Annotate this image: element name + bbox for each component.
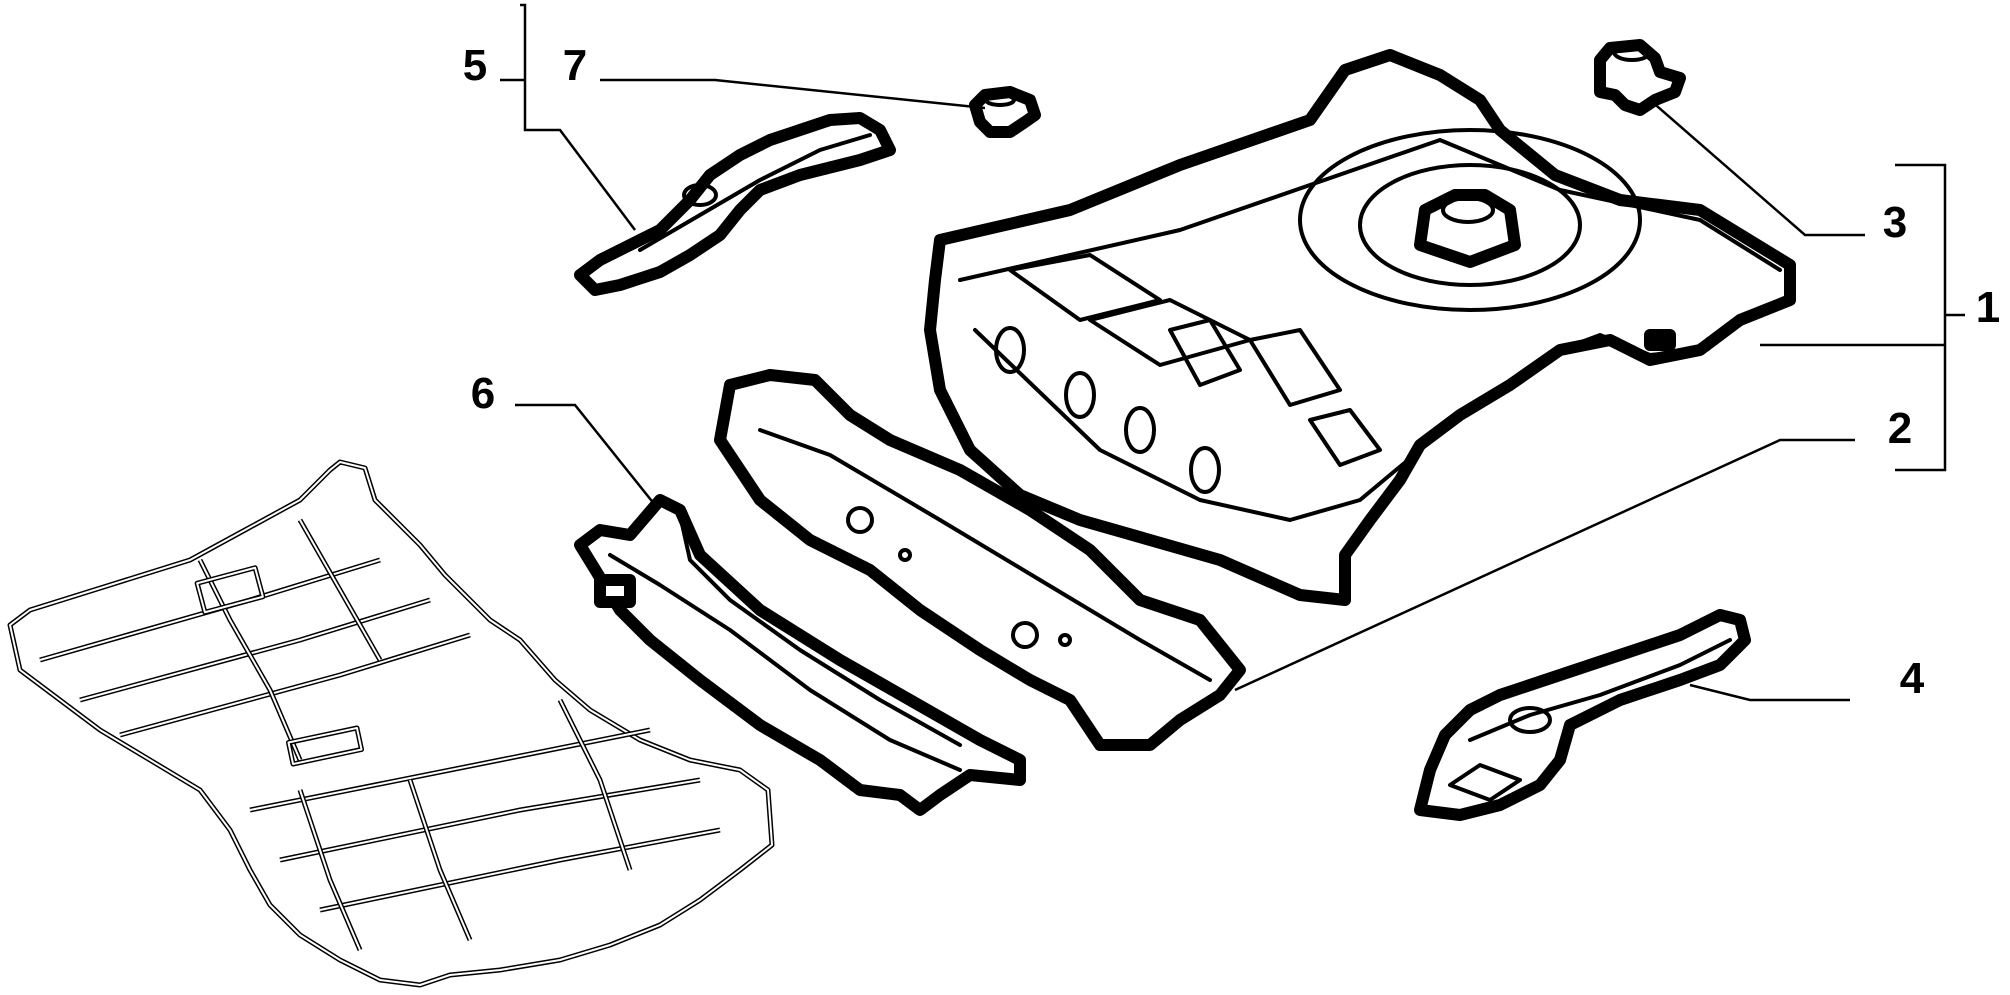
cross-member-part xyxy=(714,369,1246,751)
leader-lines xyxy=(500,3,1965,702)
callout-7: 7 xyxy=(563,41,587,90)
callout-5: 5 xyxy=(463,41,487,90)
side-rail-lower-part xyxy=(1414,609,1751,821)
callout-2: 2 xyxy=(1888,404,1912,453)
side-rail-upper-part xyxy=(574,112,896,296)
clip-part xyxy=(969,86,1041,138)
ghost-floor-pan xyxy=(7,459,775,988)
callout-6: 6 xyxy=(471,369,495,418)
bracket-part xyxy=(1594,39,1686,116)
callout-3: 3 xyxy=(1883,198,1907,247)
rear-floor-pan-part xyxy=(924,49,1796,606)
callout-4: 4 xyxy=(1900,654,1925,703)
callout-labels: 1 2 3 4 5 6 7 xyxy=(463,41,2000,703)
callout-1: 1 xyxy=(1976,283,2000,332)
front-cross-member-part xyxy=(574,494,1026,816)
